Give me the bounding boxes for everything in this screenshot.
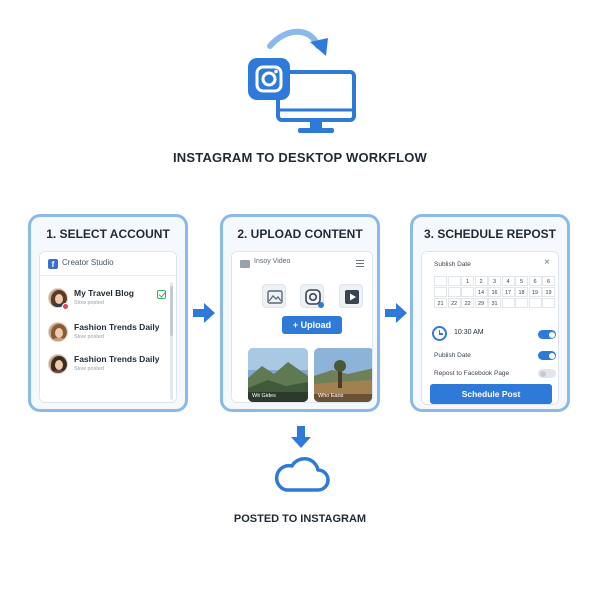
account-item[interactable]: My Travel Blog Slow posted xyxy=(40,284,166,316)
calendar-day[interactable]: 6 xyxy=(542,276,555,286)
monitor-base xyxy=(298,128,334,133)
facebook-icon: f xyxy=(48,259,58,269)
arrow-down-icon xyxy=(291,426,311,448)
calendar-day[interactable]: 6 xyxy=(528,276,542,286)
calendar-day[interactable]: 1 xyxy=(461,276,474,286)
instagram-glyph-lens xyxy=(261,71,277,87)
calendar-header-label: Sublish Date xyxy=(434,261,471,268)
account-status: Slow posted xyxy=(74,300,104,306)
curved-arrow-icon xyxy=(267,28,321,49)
calendar-day xyxy=(434,287,447,297)
calendar-day[interactable]: 22 xyxy=(447,298,461,308)
thumbnail-label: Wit Gides xyxy=(252,393,276,399)
calendar-day[interactable]: 31 xyxy=(488,298,501,308)
calendar-day xyxy=(515,298,528,308)
media-thumbnail[interactable]: Wit Gides xyxy=(248,348,308,402)
calendar-day xyxy=(461,287,474,297)
instagram-icon[interactable] xyxy=(300,284,324,308)
calendar-day[interactable]: 19 xyxy=(542,287,555,297)
calendar-day[interactable]: 18 xyxy=(515,287,528,297)
publish-date-toggle[interactable] xyxy=(538,351,556,360)
scrollbar-track[interactable] xyxy=(170,282,173,400)
calendar-day xyxy=(434,276,447,286)
media-thumbnail[interactable]: Who Eaos xyxy=(314,348,372,402)
account-item[interactable]: Fashion Trends Daily Slow posted xyxy=(40,318,164,350)
time-value[interactable]: 10:30 AM xyxy=(454,329,484,336)
step-title: 1. SELECT ACCOUNT xyxy=(46,227,170,241)
account-name: Fashion Trends Daily xyxy=(74,322,160,332)
curved-arrow-head xyxy=(310,38,328,56)
arrow-right-icon xyxy=(385,303,407,323)
instagram-to-desktop-icon xyxy=(248,28,356,133)
account-item[interactable]: Fashion Trends Daily Slow posted xyxy=(40,350,164,382)
thumbnail-label: Who Eaos xyxy=(318,393,344,399)
step-select-account: 1. SELECT ACCOUNT f Creator Studio My Tr… xyxy=(28,214,188,412)
folder-icon xyxy=(240,260,250,268)
account-name: My Travel Blog xyxy=(74,288,134,298)
account-status: Slow posted xyxy=(74,366,104,372)
calendar-day[interactable]: 21 xyxy=(434,298,447,308)
avatar xyxy=(48,288,68,308)
calendar-day[interactable]: 4 xyxy=(501,276,515,286)
video-icon[interactable] xyxy=(339,284,363,308)
step-upload-content: 2. UPLOAD CONTENT Insoy Video xyxy=(220,214,380,412)
instagram-glyph-frame xyxy=(255,65,283,93)
calendar-day[interactable]: 22 xyxy=(461,298,474,308)
arrow-right-icon xyxy=(193,303,215,323)
upload-card: Insoy Video + Upload xyxy=(231,251,373,403)
calendar-day[interactable]: 14 xyxy=(474,287,488,297)
instagram-badge-icon xyxy=(62,303,69,310)
instagram-glyph-dot xyxy=(274,69,278,74)
calendar-day xyxy=(542,298,555,308)
upload-button[interactable]: + Upload xyxy=(282,316,342,334)
close-icon[interactable]: × xyxy=(544,257,550,268)
avatar xyxy=(48,322,68,342)
selected-check-icon[interactable] xyxy=(157,290,166,299)
footer-caption: POSTED TO INSTAGRAM xyxy=(233,513,367,525)
schedule-post-button[interactable]: Schedule Post xyxy=(430,384,552,404)
scrollbar-thumb[interactable] xyxy=(170,286,173,336)
account-name: Fashion Trends Daily xyxy=(74,354,160,364)
calendar-day xyxy=(501,298,515,308)
option-label-repost-facebook: Repost to Facebook Page xyxy=(434,370,510,377)
photo-icon[interactable] xyxy=(262,284,286,308)
calendar-day xyxy=(447,276,461,286)
time-toggle[interactable] xyxy=(538,330,556,339)
calendar-day xyxy=(528,298,542,308)
account-status: Slow posted xyxy=(74,334,104,340)
card-header: Insoy Video xyxy=(232,252,372,276)
cloud-icon xyxy=(274,457,330,492)
option-label-publish-date: Publish Date xyxy=(434,352,471,359)
clock-icon xyxy=(432,326,447,341)
repost-facebook-toggle[interactable] xyxy=(538,369,556,378)
calendar-day[interactable]: 29 xyxy=(474,298,488,308)
menu-icon[interactable] xyxy=(356,260,364,267)
avatar xyxy=(48,354,68,374)
instagram-tile xyxy=(248,58,290,100)
calendar-day[interactable]: 2 xyxy=(474,276,488,286)
calendar-day[interactable]: 3 xyxy=(488,276,501,286)
calendar-day[interactable]: 17 xyxy=(501,287,515,297)
calendar-day[interactable]: 19 xyxy=(528,287,542,297)
monitor-neck xyxy=(310,120,322,128)
creator-studio-card: f Creator Studio My Travel Blog Slow pos… xyxy=(39,251,177,403)
card-header-label: Insoy Video xyxy=(254,258,291,265)
card-header-label: Creator Studio xyxy=(62,258,114,267)
calendar-day[interactable]: 5 xyxy=(515,276,528,286)
step-title: 2. UPLOAD CONTENT xyxy=(237,227,363,241)
card-header: f Creator Studio xyxy=(40,252,176,276)
time-row: 10:30 AM xyxy=(432,326,556,344)
calendar-day[interactable]: 16 xyxy=(488,287,501,297)
step-title: 3. SCHEDULE REPOST xyxy=(423,227,557,241)
calendar-day xyxy=(447,287,461,297)
page-title: INSTAGRAM TO DESKTOP WORKFLOW xyxy=(173,150,427,165)
